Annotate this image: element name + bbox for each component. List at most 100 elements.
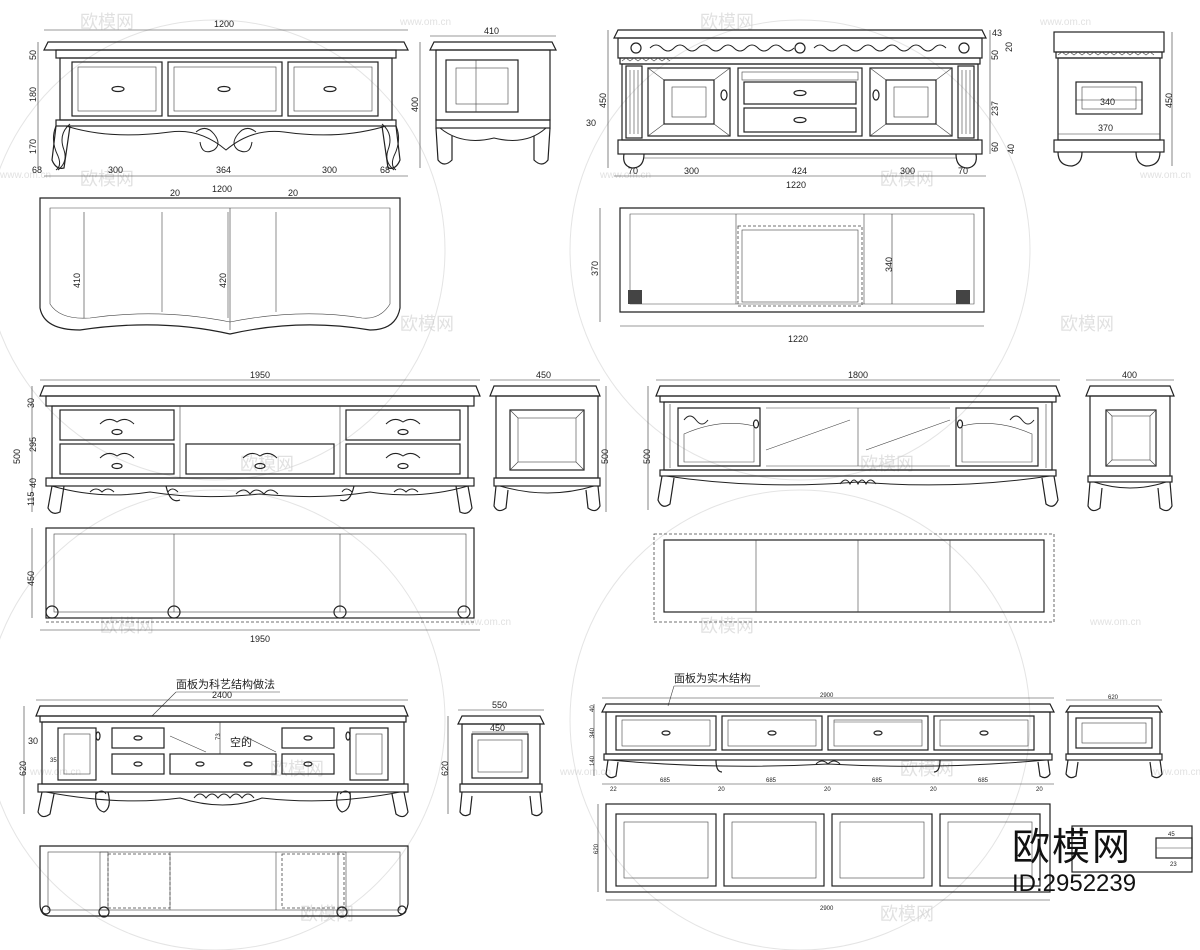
dim-a-total: 1200: [212, 184, 232, 194]
watermark-logo-5: 欧模网: [1060, 314, 1114, 334]
dim-f-w7: 685: [978, 778, 989, 784]
dim-b-base: 60: [990, 142, 1000, 152]
cabinet-f-profile-detail: 45 23: [1071, 825, 1193, 873]
dim-e-width: 2400: [212, 690, 232, 700]
dim-f-a: 40: [590, 705, 596, 712]
watermark-logo-14: 欧模网: [900, 759, 954, 779]
dim-b-band: 50: [990, 50, 1000, 60]
dim-b-top2: 20: [1004, 42, 1014, 52]
dim-e-mid: 73: [216, 733, 222, 740]
cabinet-a-plan-view: 410 420: [39, 197, 401, 335]
dim-b-left: 300: [684, 166, 699, 176]
cabinet-b-side-elevation: 340 370 450: [1053, 31, 1174, 167]
brand-id: ID:2952239: [1012, 870, 1137, 897]
dim-b-plan-width: 1220: [788, 334, 808, 344]
dim-b-plan-inner: 340: [884, 257, 894, 272]
cabinet-e-plan-view: [39, 845, 409, 918]
dim-c-b: 115: [26, 492, 36, 506]
cabinet-d-side-elevation: 400: [1085, 370, 1175, 512]
watermark-url-2: www.om.cn: [1039, 17, 1091, 28]
dim-c-body: 295: [28, 437, 38, 452]
dim-a-side-right: 68: [380, 165, 390, 175]
dim-f-wa: 22: [610, 787, 617, 793]
watermark-logo-13: 欧模网: [880, 904, 934, 924]
dim-b-side-inner: 340: [1100, 97, 1115, 107]
brand-name: 欧模网: [1012, 827, 1133, 869]
watermark-url-3: www.om.cn: [0, 170, 51, 181]
dim-b-foot: 40: [1006, 144, 1016, 154]
dim-b-side-left: 70: [628, 166, 638, 176]
dim-b-side-right: 70: [958, 166, 968, 176]
dim-a-drawer: 180: [28, 87, 38, 102]
dim-f-c: 140: [590, 755, 596, 766]
dim-f-b: 340: [590, 727, 596, 738]
watermark-logo-12: 欧模网: [300, 904, 354, 924]
dim-e-side-inner: 450: [490, 723, 505, 733]
dim-e-a: 30: [28, 736, 38, 746]
dim-b-side-outer: 370: [1098, 123, 1113, 133]
dim-f-detail-a: 45: [1168, 832, 1175, 838]
dim-a-top: 50: [28, 50, 38, 60]
brand-block: 欧模网 ID:2952239: [1012, 826, 1192, 898]
dim-a-plan-depth2: 420: [218, 273, 228, 288]
dim-c-plan-depth: 450: [26, 571, 36, 586]
dim-c-a: 40: [28, 478, 38, 488]
cabinet-c-front-elevation: 1950 30 295 500 40 115: [12, 370, 481, 514]
watermark-logo-6: 欧模网: [880, 169, 934, 189]
dim-a-left: 300: [108, 165, 123, 175]
cabinet-b-front-dimensions: 43 20 50 237 60 40 450 30 70 300 424 300…: [586, 28, 1016, 190]
note-empty: 空的: [230, 735, 252, 749]
dim-f-side-depth: 620: [1108, 695, 1119, 701]
dim-a-gap1: 20: [170, 188, 180, 198]
dim-a-side-height: 400: [410, 97, 420, 112]
watermark-url-6: www.om.cn: [1089, 617, 1141, 628]
cabinet-d-plan-view: [653, 533, 1055, 623]
dim-c-side-depth: 450: [536, 370, 551, 380]
dim-f-w8: 20: [1036, 787, 1043, 793]
dim-f-w5: 685: [872, 778, 883, 784]
dim-f-detail-b: 23: [1170, 862, 1177, 868]
watermark-logo-9: 欧模网: [270, 759, 324, 779]
watermark-url-5: www.om.cn: [1139, 170, 1191, 181]
dim-b-total-width: 1220: [786, 180, 806, 190]
cabinet-a-front-elevation: [43, 41, 409, 171]
dim-b-total-height: 450: [598, 93, 608, 108]
watermark-logo-8: 欧模网: [700, 616, 754, 636]
dim-b-plan-depth: 370: [590, 261, 600, 276]
dim-b-right: 300: [900, 166, 915, 176]
dim-a-side-depth: 410: [484, 26, 499, 36]
dim-a-plan-depth1: 410: [72, 273, 82, 288]
dim-c-width: 1950: [250, 370, 270, 380]
cabinet-a-side-elevation: 410 400: [410, 26, 557, 168]
dim-a-mid: 364: [216, 165, 231, 175]
dim-f-w1: 685: [660, 778, 671, 784]
dim-b-body: 237: [990, 101, 1000, 116]
cabinet-f-plan-view: 620 2900: [594, 803, 1051, 912]
watermark-url-4: www.om.cn: [599, 170, 651, 181]
dim-d-side-depth: 400: [1122, 370, 1137, 380]
watermark-url-8: www.om.cn: [29, 767, 81, 778]
dim-a-width: 1200: [214, 19, 234, 29]
watermark-layer: 欧模网 欧模网 欧模网 欧模网 欧模网 欧模网 欧模网 欧模网 欧模网 欧模网 …: [0, 12, 1200, 950]
watermark-logo-2: 欧模网: [700, 12, 754, 32]
watermark-logo-1: 欧模网: [80, 12, 134, 32]
cabinet-a-front-dimensions: 1200 50 180 170 68 300 364 300 68 20 120…: [28, 19, 408, 198]
dim-c-side-height: 500: [600, 449, 610, 464]
dim-d-width: 1800: [848, 370, 868, 380]
cabinet-f-side-elevation: 620: [1064, 695, 1164, 779]
dim-b-top1: 43: [992, 28, 1002, 38]
dim-d-height: 500: [642, 449, 652, 464]
watermark-logo-11: 欧模网: [860, 454, 914, 474]
dim-c-plan-width: 1950: [250, 634, 270, 644]
cabinet-e-front-elevation: 面板为科艺结构做法 空的 73 24: [18, 677, 409, 818]
watermark-url-10: www.om.cn: [1149, 767, 1200, 778]
watermark-url-1: www.om.cn: [399, 17, 451, 28]
dim-f-w3: 685: [766, 778, 777, 784]
dim-e-b: 35: [50, 758, 57, 764]
dim-a-gap2: 20: [288, 188, 298, 198]
cabinet-b-plan-view: 370 340 1220: [590, 207, 985, 344]
dim-c-total: 500: [12, 449, 22, 464]
dim-e-side-height: 620: [440, 761, 450, 776]
cabinet-e-side-elevation: 550 450 620: [440, 700, 545, 817]
